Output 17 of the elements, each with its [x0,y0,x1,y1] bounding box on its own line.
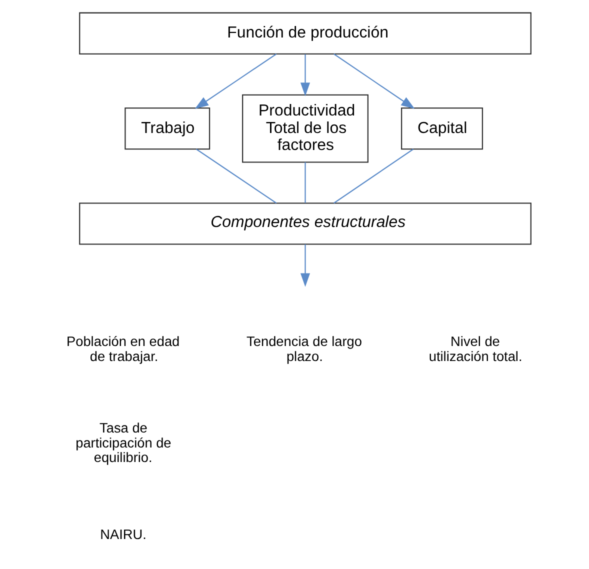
arrow [333,54,414,109]
node-box: Trabajo [124,107,210,150]
arrow [300,244,310,287]
label: NAIRU. [100,527,146,542]
arrow [300,54,310,96]
node-box: Componentes estructurales [78,202,531,245]
label: Población en edad de trabajar. [66,334,180,364]
label: Tasa de participación de equilibrio. [75,420,171,466]
connector [304,162,306,203]
node-box: Capital [400,107,483,150]
connector [333,148,414,204]
node-box: Productividad Total de los factores [242,94,368,163]
connector [195,148,276,204]
node-box: Función de producción [78,12,531,54]
label: Nivel de utilización total. [428,334,522,364]
arrow [194,54,276,109]
label: Tendencia de largo plazo. [246,334,362,364]
